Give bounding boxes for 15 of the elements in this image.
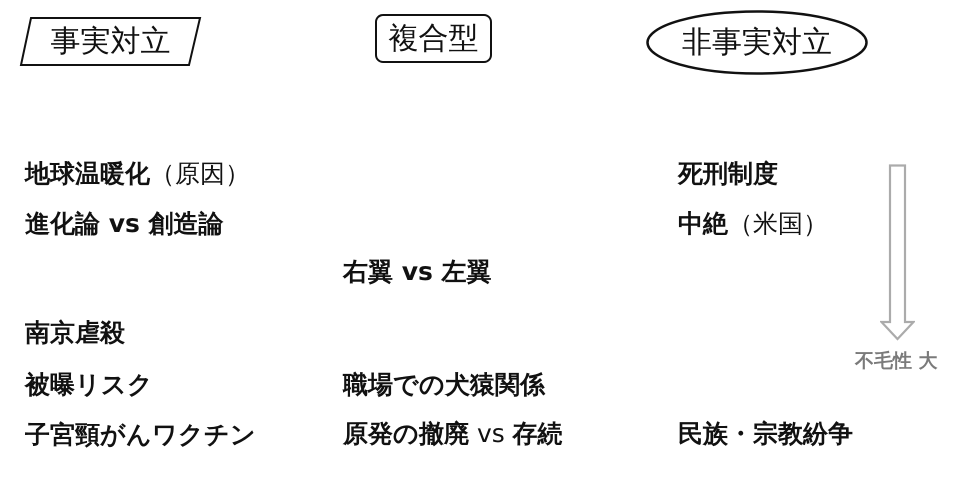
issue-text: 子宮頸がんワクチン [25, 420, 256, 450]
issue-text: 被曝リスク [25, 370, 153, 400]
issue-text: 進化論 vs 創造論 [25, 209, 224, 239]
issue-text: 中絶（米国） [678, 209, 828, 239]
ellipse-heading: 非事実対立 [646, 10, 868, 75]
issue-text: 地球温暖化（原因） [25, 159, 250, 189]
rounded-box-heading: 複合型 [375, 14, 492, 63]
issue-text: 民族・宗教紛争 [678, 419, 853, 449]
issue-text: 南京虐殺 [25, 318, 125, 348]
parallelogram-heading: 事実対立 [20, 17, 201, 66]
issue-text: 右翼 vs 左翼 [343, 257, 492, 287]
scale-caption: 不毛性 大 [855, 349, 938, 374]
issue-text: 死刑制度 [678, 159, 778, 189]
issue-text: 原発の撤廃 vs 存続 [343, 419, 563, 449]
issue-text: 職場での犬猿関係 [343, 370, 545, 400]
